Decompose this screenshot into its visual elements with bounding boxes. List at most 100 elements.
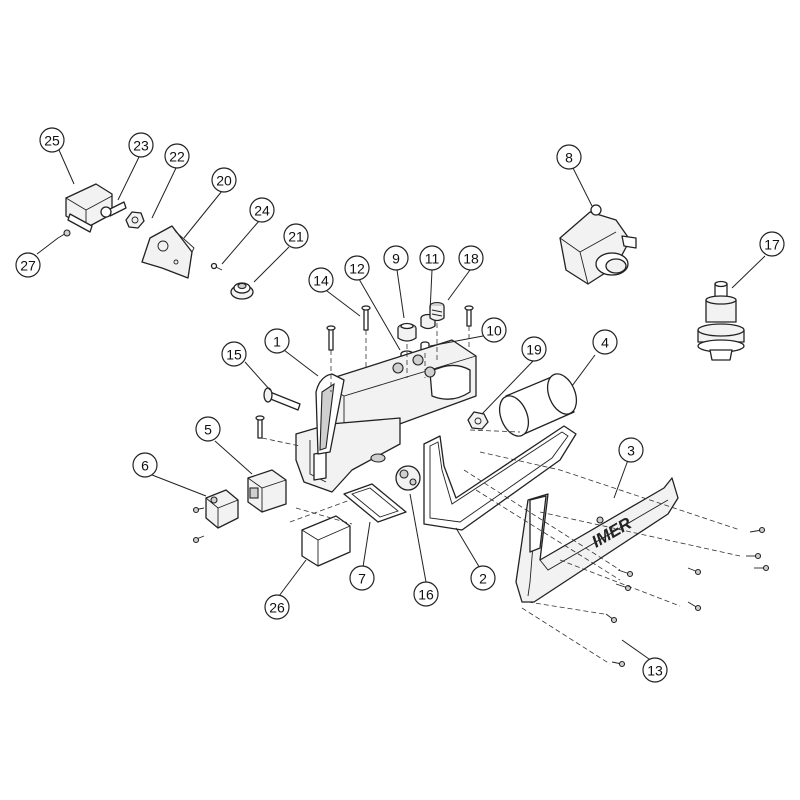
callout-23: 23 [128, 132, 154, 158]
callout-label: 17 [764, 237, 780, 253]
part-21-grommet [230, 282, 254, 300]
callout-26: 26 [264, 594, 290, 620]
part-3-cover [515, 477, 679, 603]
callout-circle [592, 329, 618, 355]
part-4-capacitor [498, 373, 578, 437]
callout-circle [618, 437, 644, 463]
callout-7: 7 [349, 565, 375, 591]
callout-circle [264, 328, 290, 354]
callout-label: 7 [358, 571, 366, 587]
callout-2: 2 [470, 565, 496, 591]
callout-9: 9 [383, 245, 409, 271]
callout-layer: 1234567891011121314151617181920212223242… [15, 127, 785, 683]
callout-4: 4 [592, 329, 618, 355]
leader-lines [36, 149, 766, 660]
callout-label: 6 [141, 458, 149, 474]
callout-14: 14 [308, 267, 334, 293]
part-23-pin [100, 201, 127, 218]
callout-label: 19 [526, 342, 542, 358]
callout-label: 27 [20, 258, 36, 274]
callout-circle [349, 565, 375, 591]
callout-circle [39, 127, 65, 153]
callout-circle [413, 581, 439, 607]
callout-label: 4 [601, 335, 609, 351]
part-20-plate [141, 225, 195, 279]
callout-15: 15 [221, 341, 247, 367]
part-6-block [192, 489, 239, 544]
callout-18: 18 [458, 245, 484, 271]
callout-circle [128, 132, 154, 158]
callout-label: 2 [479, 571, 487, 587]
callout-label: 22 [169, 149, 185, 165]
assembly-lines [261, 323, 741, 665]
callout-circle [15, 252, 41, 278]
callout-label: 26 [269, 600, 285, 616]
callout-circle [556, 144, 582, 170]
part-9-fitting [397, 322, 417, 342]
callout-6: 6 [132, 452, 158, 478]
callout-10: 10 [481, 317, 507, 343]
callout-circle [419, 245, 445, 271]
callout-label: 23 [133, 138, 149, 154]
callout-circle [383, 245, 409, 271]
callout-label: 12 [349, 261, 365, 277]
callout-17: 17 [759, 231, 785, 257]
callout-circle [759, 231, 785, 257]
callout-circle [283, 223, 309, 249]
part-19-nut [467, 411, 489, 430]
callout-11: 11 [419, 245, 445, 271]
part-15-bolt [263, 387, 301, 411]
callout-3: 3 [618, 437, 644, 463]
callout-16: 16 [413, 581, 439, 607]
part-2-gasket [423, 425, 577, 531]
callout-label: 18 [463, 251, 479, 267]
callout-circle [308, 267, 334, 293]
callout-circle [195, 416, 221, 442]
part-13-screws [605, 526, 770, 668]
callout-label: 3 [627, 443, 635, 459]
callout-circle [481, 317, 507, 343]
callout-circle [264, 594, 290, 620]
callout-25: 25 [39, 127, 65, 153]
callout-label: 5 [204, 422, 212, 438]
callout-13: 13 [642, 657, 668, 683]
part-22-nut [125, 211, 145, 229]
callout-circle [521, 336, 547, 362]
callout-5: 5 [195, 416, 221, 442]
callout-8: 8 [556, 144, 582, 170]
callout-circle [344, 255, 370, 281]
part-16-knob [395, 465, 421, 491]
part-17-adapter [697, 280, 745, 361]
callout-1: 1 [264, 328, 290, 354]
callout-label: 16 [418, 587, 434, 603]
part-26-block [301, 515, 351, 567]
callout-label: 15 [226, 347, 242, 363]
callout-12: 12 [344, 255, 370, 281]
callout-circle [221, 341, 247, 367]
callout-circle [211, 167, 237, 193]
callout-20: 20 [211, 167, 237, 193]
part-18-fitting [429, 301, 445, 322]
callout-label: 13 [647, 663, 663, 679]
part-14-screws [255, 305, 474, 439]
main-housing [295, 339, 477, 493]
callout-19: 19 [521, 336, 547, 362]
callout-circle [164, 143, 190, 169]
callout-label: 24 [254, 203, 270, 219]
callout-circle [642, 657, 668, 683]
callout-label: 8 [565, 150, 573, 166]
callout-21: 21 [283, 223, 309, 249]
part-27-screw [57, 229, 71, 239]
callout-label: 1 [273, 334, 281, 350]
callout-label: 21 [288, 229, 304, 245]
callout-label: 25 [44, 133, 60, 149]
callout-label: 10 [486, 323, 502, 339]
callout-circle [132, 452, 158, 478]
part-8-valve [559, 204, 637, 285]
callout-circle [470, 565, 496, 591]
callout-label: 20 [216, 173, 232, 189]
callout-label: 9 [392, 251, 400, 267]
callout-circle [249, 197, 275, 223]
